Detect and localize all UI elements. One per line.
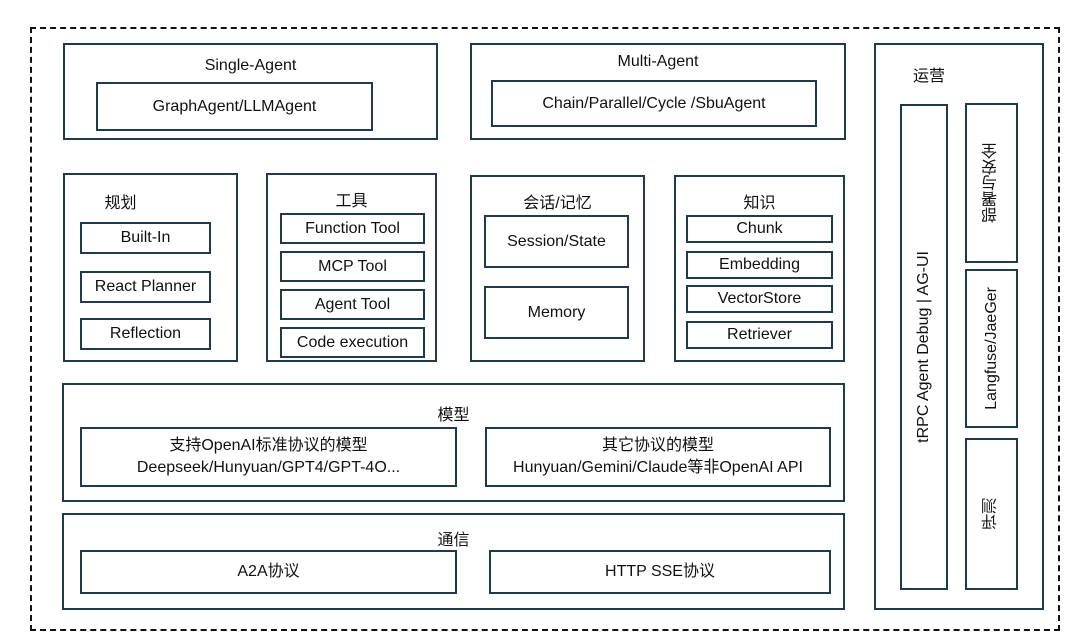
tools-item: Agent Tool — [280, 289, 425, 320]
single-agent-panel: Single-Agent GraphAgent/LLMAgent — [63, 43, 438, 140]
planning-panel: 规划 Built-In React Planner Reflection — [63, 173, 238, 362]
knowledge-item: Retriever — [686, 321, 833, 349]
memory-box: Memory — [484, 286, 629, 339]
trpc-agent-debug-label: tRPC Agent Debug | AG-UI — [915, 251, 933, 443]
other-models-heading: 其它协议的模型 — [601, 437, 714, 455]
deploy-security-label: 部署与安全 — [982, 143, 1000, 223]
http-sse-protocol-box: HTTP SSE协议 — [489, 550, 831, 594]
deploy-security-box: 部署与安全 — [965, 103, 1018, 263]
operations-title: 运营 — [912, 68, 945, 85]
session-memory-panel: 会话/记忆 Session/State Memory — [470, 175, 645, 362]
planning-item: Reflection — [80, 318, 211, 350]
knowledge-item: Embedding — [686, 251, 833, 279]
openai-models-list: Deepseek/Hunyuan/GPT4/GPT-4O... — [136, 459, 401, 476]
knowledge-panel: 知识 Chunk Embedding VectorStore Retriever — [674, 175, 845, 362]
model-title: 模型 — [437, 407, 470, 424]
planning-item: React Planner — [80, 271, 211, 303]
graph-llm-agent-box: GraphAgent/LLMAgent — [96, 82, 373, 131]
multi-agent-panel: Multi-Agent Chain/Parallel/Cycle /SbuAge… — [470, 43, 846, 140]
communication-title: 通信 — [437, 532, 470, 549]
operations-panel: 运营 tRPC Agent Debug | AG-UI 部署与安全 Langfu… — [874, 43, 1044, 610]
evaluation-box: 评测 — [965, 438, 1018, 590]
communication-panel: 通信 A2A协议 HTTP SSE协议 — [62, 513, 845, 610]
knowledge-item: Chunk — [686, 215, 833, 243]
trpc-agent-debug-box: tRPC Agent Debug | AG-UI — [900, 104, 948, 590]
other-protocol-models-box: 其它协议的模型 Hunyuan/Gemini/Claude等非OpenAI AP… — [485, 427, 831, 487]
langfuse-jaeger-box: Langfuse/JaeGer — [965, 269, 1018, 428]
evaluation-label: 评测 — [982, 498, 1000, 530]
single-agent-title: Single-Agent — [204, 57, 297, 74]
langfuse-jaeger-label: Langfuse/JaeGer — [982, 287, 1000, 410]
multi-agent-title: Multi-Agent — [617, 53, 699, 70]
architecture-frame — [30, 27, 1060, 631]
tools-item: MCP Tool — [280, 251, 425, 282]
tools-item: Code execution — [280, 327, 425, 358]
multi-agent-modes-box: Chain/Parallel/Cycle /SbuAgent — [491, 80, 817, 127]
session-state-box: Session/State — [484, 215, 629, 268]
openai-models-heading: 支持OpenAI标准协议的模型 — [169, 437, 368, 455]
planning-item: Built-In — [80, 222, 211, 254]
other-models-list: Hunyuan/Gemini/Claude等非OpenAI API — [513, 459, 803, 476]
tools-title: 工具 — [335, 193, 368, 210]
knowledge-item: VectorStore — [686, 285, 833, 313]
tools-item: Function Tool — [280, 213, 425, 244]
model-panel: 模型 支持OpenAI标准协议的模型 Deepseek/Hunyuan/GPT4… — [62, 383, 845, 502]
planning-title: 规划 — [104, 195, 137, 212]
openai-compatible-models-box: 支持OpenAI标准协议的模型 Deepseek/Hunyuan/GPT4/GP… — [80, 427, 457, 487]
session-memory-title: 会话/记忆 — [523, 195, 592, 212]
knowledge-title: 知识 — [743, 195, 776, 212]
a2a-protocol-box: A2A协议 — [80, 550, 457, 594]
tools-panel: 工具 Function Tool MCP Tool Agent Tool Cod… — [266, 173, 437, 362]
